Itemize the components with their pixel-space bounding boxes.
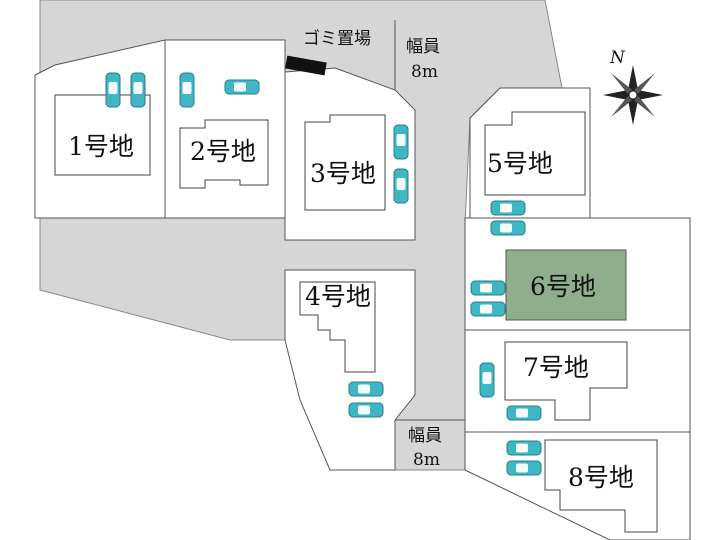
lot-8[interactable] xyxy=(464,431,691,540)
car-icon xyxy=(470,280,506,296)
lot-3-label: 3号地 xyxy=(310,159,376,188)
road-width-top-value: 8m xyxy=(411,62,438,82)
road-width-bottom-value: 8m xyxy=(413,450,440,470)
north-label: N xyxy=(609,48,626,68)
car-icon xyxy=(393,168,409,204)
car-icon xyxy=(506,405,542,421)
road-width-top-title: 幅員 xyxy=(406,37,440,57)
car-icon xyxy=(224,79,260,95)
lot-6[interactable] xyxy=(464,217,691,331)
lot-1-label: 1号地 xyxy=(68,132,134,161)
lot-5-label: 5号地 xyxy=(487,149,553,178)
lot-6-building xyxy=(505,249,627,321)
lot-6-label: 6号地 xyxy=(530,272,596,301)
lot-2[interactable] xyxy=(164,39,286,219)
car-icon xyxy=(490,220,526,236)
lot-4[interactable] xyxy=(284,269,416,471)
car-icon xyxy=(506,440,542,456)
car-icon xyxy=(490,200,526,216)
car-icon xyxy=(470,301,506,317)
car-icon xyxy=(179,72,195,108)
car-icon xyxy=(348,381,384,397)
car-icon xyxy=(506,460,542,476)
lot-8-label: 8号地 xyxy=(568,463,634,492)
compass-rose-icon xyxy=(603,65,663,125)
lot-7-label: 7号地 xyxy=(523,353,589,382)
parking-cars xyxy=(105,72,542,476)
lot-4-label: 4号地 xyxy=(305,282,371,311)
garbage-area-label: ゴミ置場 xyxy=(303,28,371,49)
lot-3[interactable] xyxy=(284,67,416,241)
car-icon xyxy=(479,362,495,398)
car-icon xyxy=(393,124,409,160)
lot-5[interactable] xyxy=(469,87,591,219)
lot-2-label: 2号地 xyxy=(190,137,256,166)
car-icon xyxy=(130,72,146,108)
garbage-area-box xyxy=(285,55,327,76)
road-width-bottom-title: 幅員 xyxy=(408,426,442,446)
car-icon xyxy=(105,72,121,108)
car-icon xyxy=(348,402,384,418)
lot-1[interactable] xyxy=(34,39,166,219)
